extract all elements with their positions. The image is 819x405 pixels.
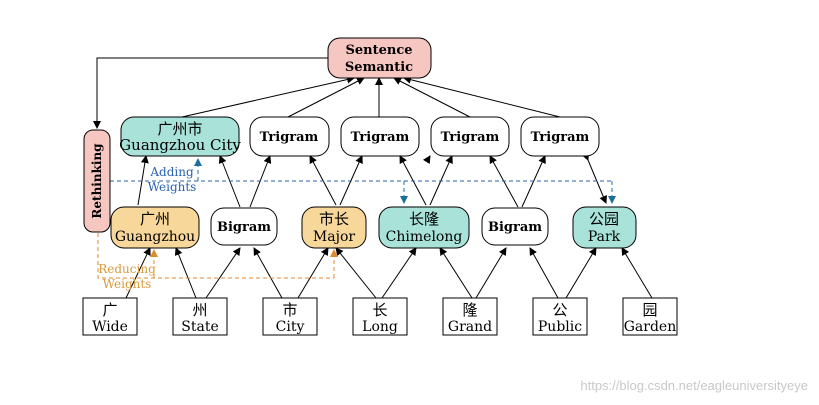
char-zh: 州	[192, 301, 207, 319]
reducing-weights-dashes	[97, 233, 338, 279]
char-en: State	[181, 319, 218, 335]
trigram-guangzhou-city-node: 广州市 Guangzhou City	[119, 116, 241, 157]
trigram-label-1: Trigram	[260, 130, 319, 145]
char-to-word-arrows	[125, 247, 653, 299]
bigram-label-2: Bigram	[488, 220, 542, 235]
trigram-node-4: Trigram	[520, 116, 600, 157]
char-node: 市 City	[262, 297, 318, 336]
trigram-label-2: Trigram	[351, 130, 410, 145]
reducing-weights-line1: Reducing	[98, 262, 156, 276]
chimelong-zh: 长隆	[409, 210, 439, 228]
guangzhou-node: 广州 Guangzhou	[110, 206, 200, 249]
char-zh: 广	[102, 301, 117, 319]
chimelong-en: Chimelong	[386, 229, 463, 245]
guangzhou-en: Guangzhou	[115, 229, 195, 245]
char-node: 广 Wide	[82, 297, 138, 336]
park-en: Park	[588, 229, 621, 245]
park-node: 公园 Park	[572, 206, 637, 249]
guangzhou-city-en: Guangzhou City	[119, 136, 241, 154]
char-en: Grand	[448, 319, 492, 335]
adding-weights-line2: Weights	[148, 180, 197, 194]
trigram-node-3: Trigram	[430, 116, 510, 157]
chimelong-node: 长隆 Chimelong	[378, 206, 470, 249]
trigram-label-4: Trigram	[531, 130, 590, 145]
char-node: 州 State	[172, 297, 228, 336]
major-node: 市长 Major	[301, 206, 367, 249]
park-zh: 公园	[589, 210, 619, 228]
major-zh: 市长	[319, 210, 349, 228]
rethinking-loop-arrow	[93, 57, 328, 129]
bigram-node-2: Bigram	[481, 207, 549, 246]
reducing-weights-line2: Weights	[103, 277, 152, 291]
major-en: Major	[313, 229, 355, 245]
char-node: 长 Long	[352, 297, 408, 336]
char-zh: 公	[552, 301, 567, 319]
sentence-semantic-node: Sentence Semantic	[327, 37, 432, 79]
bigram-label-1: Bigram	[217, 220, 271, 235]
char-en: Long	[362, 319, 398, 335]
char-zh: 市	[282, 301, 297, 319]
char-node: 公 Public	[532, 297, 588, 336]
adding-weights-line1: Adding	[149, 165, 194, 179]
adding-weights-dashes	[110, 158, 616, 204]
char-node: 园 Garden	[622, 297, 678, 336]
rethinking-node: Rethinking	[83, 129, 111, 233]
trigram-node-1: Trigram	[249, 116, 330, 157]
char-en: Public	[538, 319, 582, 335]
sentence-line1: Sentence	[345, 43, 412, 58]
watermark-text: https://blog.csdn.net/eagleuniversityeye	[580, 378, 808, 393]
char-zh: 隆	[462, 301, 477, 319]
trigram-node-2: Trigram	[340, 116, 420, 157]
char-en: Garden	[624, 319, 677, 335]
guangzhou-city-zh: 广州市	[157, 120, 202, 138]
sentence-line2: Semantic	[345, 60, 413, 75]
char-en: City	[276, 319, 305, 335]
bigram-node-1: Bigram	[210, 207, 278, 246]
trigram-to-sentence-arrows	[181, 75, 561, 118]
trigram-label-3: Trigram	[441, 130, 500, 145]
char-node: 隆 Grand	[442, 297, 498, 336]
guangzhou-zh: 广州	[140, 210, 170, 228]
char-zh: 长	[372, 301, 387, 319]
char-zh: 园	[642, 301, 657, 319]
rethinking-label: Rethinking	[90, 143, 104, 219]
char-en: Wide	[92, 319, 128, 335]
